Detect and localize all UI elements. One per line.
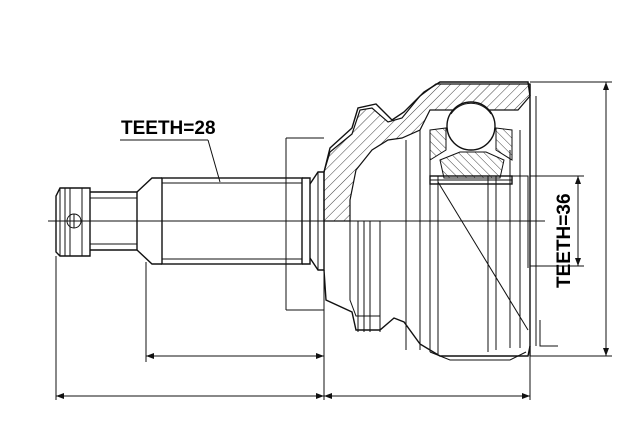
teeth-36-label: TEETH=36 — [554, 193, 575, 288]
inner-race — [429, 127, 513, 185]
housing-end — [512, 84, 558, 356]
splined-shaft — [55, 171, 325, 271]
dimension-lines — [55, 81, 612, 400]
teeth-28-leader — [120, 139, 221, 183]
ball-bearing — [446, 101, 496, 151]
outer-bell-housing — [323, 81, 531, 361]
teeth-28-label: TEETH=28 — [121, 118, 216, 139]
section-line — [437, 181, 529, 331]
